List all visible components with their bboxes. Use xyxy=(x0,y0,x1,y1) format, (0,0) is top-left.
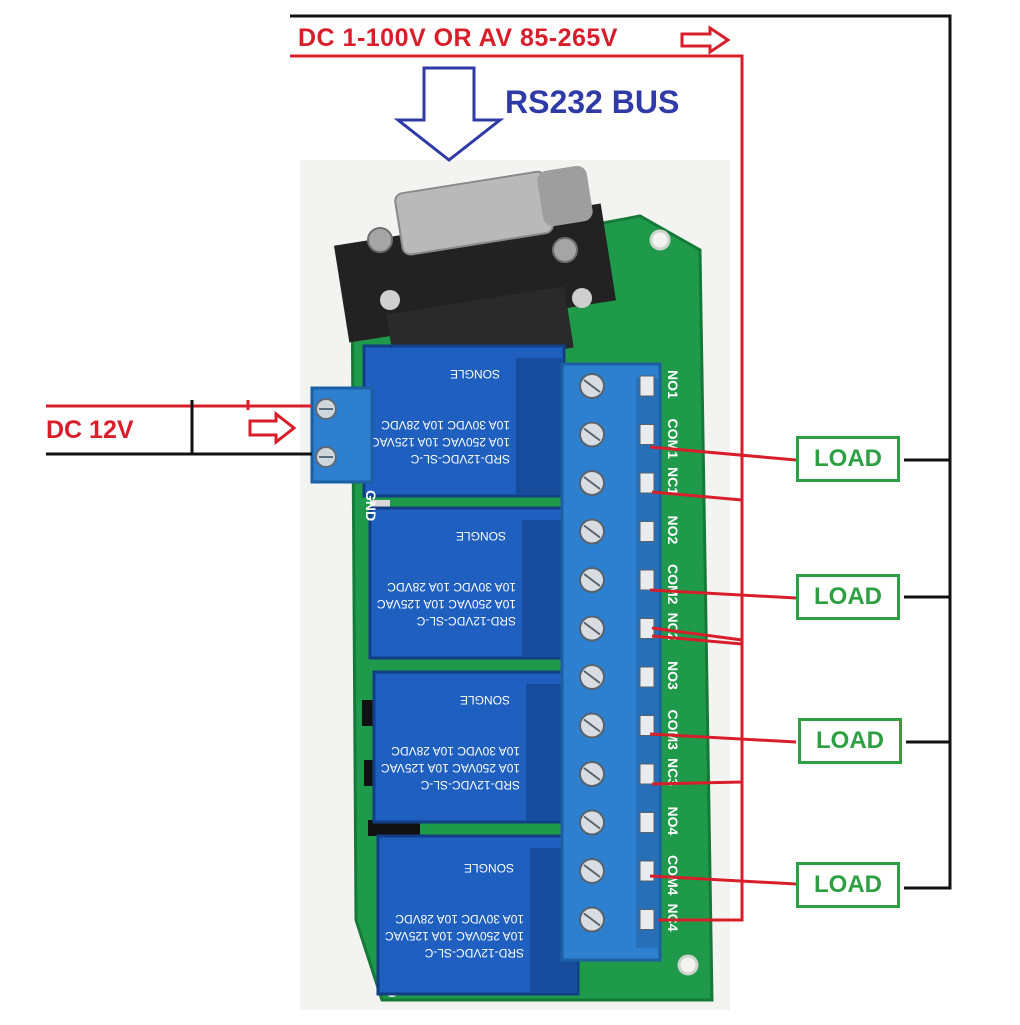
power-terminal-block xyxy=(310,386,374,484)
screw-slot xyxy=(583,621,601,636)
mount-hole xyxy=(649,229,671,251)
mount-hole xyxy=(677,954,699,976)
terminal-label-no3: NO3 xyxy=(665,661,681,690)
relay-rating: 10A 30VDC 10A 28VDC xyxy=(395,912,524,926)
red-supply-wire xyxy=(290,54,744,922)
relay-rating: 10A 250VAC 10A 125VAC xyxy=(377,597,516,611)
arrow-right-icon xyxy=(248,410,297,446)
wire-slot xyxy=(639,569,655,591)
terminal-label-no1: NO1 xyxy=(665,370,681,399)
load-box-4: LOAD xyxy=(796,862,900,908)
wire-slot xyxy=(639,860,655,882)
terminal-label-nc1: NC1 xyxy=(665,467,681,495)
screw-slot xyxy=(583,864,601,878)
component xyxy=(368,820,420,836)
relay-print-3: SRD-12VDC-SL-C 10A 250VAC 10A 125VAC 10A… xyxy=(381,693,520,792)
load-box-3: LOAD xyxy=(798,718,902,764)
load-box-2: LOAD xyxy=(796,574,900,620)
red-load-wires xyxy=(649,445,797,886)
dc12-label: DC 12V xyxy=(46,416,134,444)
relay-model: SRD-12VDC-SL-C xyxy=(410,452,510,466)
relay-model: SRD-12VDC-SL-C xyxy=(424,946,524,960)
terminal-label-no4: NO4 xyxy=(665,807,681,836)
relay-2 xyxy=(368,506,572,660)
wire-slot xyxy=(639,763,655,785)
wire-slot xyxy=(639,521,655,542)
screw-slot xyxy=(583,767,601,781)
terminal-label-nc4: NC4 xyxy=(665,904,681,932)
relay-brand: SONGLE xyxy=(464,861,514,875)
screw-slot xyxy=(583,912,601,927)
screw-slot xyxy=(583,815,601,830)
screw-slot xyxy=(583,379,601,393)
relay-print-2: SRD-12VDC-SL-C 10A 250VAC 10A 125VAC 10A… xyxy=(377,529,516,628)
relay-rating: 10A 30VDC 10A 28VDC xyxy=(387,580,516,594)
relay-print-1: SRD-12VDC-SL-C 10A 250VAC 10A 125VAC 10A… xyxy=(371,367,510,466)
relay-4 xyxy=(376,834,580,996)
wire-slot xyxy=(639,909,655,930)
relay-brand: SONGLE xyxy=(460,693,510,707)
screw-slot xyxy=(583,718,601,733)
terminal-label-nc3: NC3 xyxy=(665,758,681,786)
screw-slot xyxy=(583,573,601,587)
relay-print-4: SRD-12VDC-SL-C 10A 250VAC 10A 125VAC 10A… xyxy=(385,861,524,960)
relay-brand: SONGLE xyxy=(456,529,506,543)
terminal-label-no2: NO2 xyxy=(665,516,681,545)
relay-3 xyxy=(372,670,576,824)
pcb-print: GND xyxy=(363,490,379,521)
relay-rating: 10A 250VAC 10A 125VAC xyxy=(371,435,510,449)
screw-slot xyxy=(583,427,601,442)
relay-rating: 10A 250VAC 10A 125VAC xyxy=(381,761,520,775)
supply-voltage-label: DC 1-100V OR AV 85-265V xyxy=(298,24,618,52)
load-box-1: LOAD xyxy=(796,436,900,482)
arrow-down-icon xyxy=(393,66,505,162)
terminal-label-com1: COM1 xyxy=(665,419,681,460)
relay-model: SRD-12VDC-SL-C xyxy=(416,614,516,628)
relay-rating: 10A 30VDC 10A 28VDC xyxy=(391,744,520,758)
terminal-label-nc2: NC2 xyxy=(665,613,681,641)
terminal-label-com4: COM4 xyxy=(665,855,681,896)
wire-slot xyxy=(639,375,655,397)
wire-slot xyxy=(639,715,655,736)
terminal-label-com3: COM3 xyxy=(665,710,681,751)
wire-slot xyxy=(639,812,655,833)
relay-brand: SONGLE xyxy=(450,367,500,381)
relay-rating: 10A 30VDC 10A 28VDC xyxy=(381,418,510,432)
relay-model: SRD-12VDC-SL-C xyxy=(420,778,520,792)
wire-slot xyxy=(639,472,655,494)
arrow-right-icon xyxy=(680,25,731,55)
relay-rating: 10A 250VAC 10A 125VAC xyxy=(385,929,524,943)
rs232-bus-label: RS232 BUS xyxy=(505,84,680,120)
terminal-screws xyxy=(579,373,655,933)
wire-slot xyxy=(639,618,655,639)
terminal-label-com2: COM2 xyxy=(665,564,681,605)
wire-slot xyxy=(639,424,655,445)
wire-slot xyxy=(639,666,655,688)
red-common-wires xyxy=(651,490,743,786)
black-supply-wire xyxy=(290,14,952,890)
screw-slot xyxy=(583,524,601,539)
screw-slot xyxy=(583,670,601,684)
screw-slot xyxy=(583,476,601,490)
